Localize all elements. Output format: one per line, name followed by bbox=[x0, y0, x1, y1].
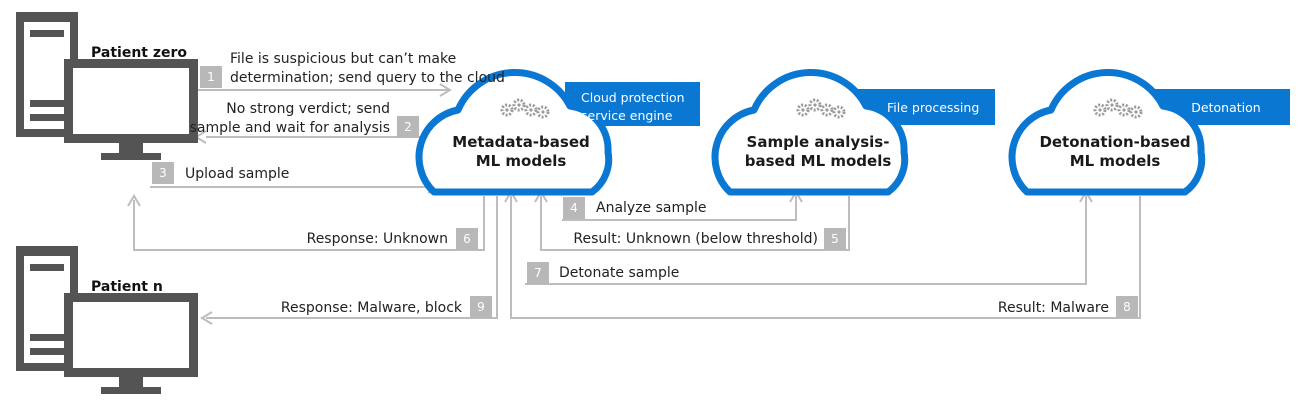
cloud-sample-title-line2: based ML models bbox=[745, 152, 892, 170]
step-7-number: 7 bbox=[534, 266, 542, 280]
step-6-number: 6 bbox=[463, 232, 471, 246]
arrow-step-4 bbox=[562, 196, 797, 221]
patient-n-label: Patient n bbox=[91, 279, 163, 295]
step-5-badge bbox=[824, 228, 846, 250]
step-6: 6 Response: Unknown bbox=[307, 228, 478, 250]
step-3-number: 3 bbox=[159, 166, 167, 180]
cloud-metadata-title-line1: Metadata-based bbox=[452, 133, 589, 151]
step-2-label-line2: sample and wait for analysis bbox=[190, 120, 390, 136]
patient-n: Patient n bbox=[16, 246, 198, 394]
patient-n-computer-icon bbox=[16, 246, 198, 394]
step-4: 4 Analyze sample bbox=[563, 197, 707, 219]
step-3-badge bbox=[152, 162, 174, 184]
step-1-number: 1 bbox=[207, 70, 215, 84]
step-7-label: Detonate sample bbox=[559, 265, 679, 281]
patient-zero-computer-icon bbox=[16, 12, 198, 160]
step-2-label-line1: No strong verdict; send bbox=[226, 101, 390, 117]
arrow-step-8 bbox=[510, 196, 1141, 319]
step-2: 2 No strong verdict; send sample and wai… bbox=[190, 101, 419, 138]
step-8: 8 Result: Malware bbox=[998, 296, 1138, 318]
cloud-detonation-title-line1: Detonation-based bbox=[1039, 133, 1190, 151]
patient-zero-label: Patient zero bbox=[91, 45, 187, 61]
step-6-badge bbox=[456, 228, 478, 250]
arrow-step-7 bbox=[525, 196, 1087, 285]
patient-zero: Patient zero bbox=[16, 12, 198, 160]
cloud-metadata-title-line2: ML models bbox=[476, 152, 567, 170]
step-1-badge bbox=[200, 66, 222, 88]
step-8-badge bbox=[1116, 296, 1138, 318]
step-1-label-line1: File is suspicious but can’t make bbox=[230, 51, 456, 67]
step-8-label: Result: Malware bbox=[998, 300, 1109, 316]
step-7-badge bbox=[527, 262, 549, 284]
arrowhead-step-6 bbox=[127, 194, 141, 207]
step-8-number: 8 bbox=[1123, 300, 1131, 314]
arrowhead-step-1 bbox=[439, 83, 452, 97]
step-9-badge bbox=[470, 296, 492, 318]
arrow-step-5 bbox=[540, 196, 850, 251]
step-3-label: Upload sample bbox=[185, 166, 289, 182]
cloud-sample-tab-label: File processing bbox=[887, 100, 979, 115]
arrow-step-6 bbox=[133, 196, 485, 251]
cloud-metadata-tab-line2: service engine bbox=[581, 108, 673, 123]
step-3: 3 Upload sample bbox=[152, 162, 289, 184]
arrow-step-9 bbox=[206, 196, 498, 319]
step-4-badge bbox=[563, 197, 585, 219]
cloud-sample: File processing Sample analysis- based M… bbox=[715, 73, 995, 192]
cloud-detonation: Detonation Detonation-based ML models bbox=[1012, 73, 1290, 192]
step-1: 1 File is suspicious but can’t make dete… bbox=[200, 51, 505, 88]
step-1-label-line2: determination; send query to the cloud bbox=[230, 70, 505, 86]
step-5: 5 Result: Unknown (below threshold) bbox=[573, 228, 846, 250]
cloud-sample-title-line1: Sample analysis- bbox=[747, 133, 890, 151]
step-2-badge bbox=[397, 116, 419, 138]
step-5-number: 5 bbox=[831, 232, 839, 246]
step-9: 9 Response: Malware, block bbox=[281, 296, 492, 318]
arrowhead-step-9 bbox=[200, 311, 213, 325]
step-4-number: 4 bbox=[570, 201, 578, 215]
cloud-detonation-title-line2: ML models bbox=[1070, 152, 1161, 170]
step-9-number: 9 bbox=[477, 300, 485, 314]
cloud-metadata: Cloud protection service engine Metadata… bbox=[419, 73, 700, 192]
step-9-label: Response: Malware, block bbox=[281, 300, 463, 316]
step-7: 7 Detonate sample bbox=[527, 262, 679, 284]
step-4-label: Analyze sample bbox=[596, 200, 707, 216]
step-6-label: Response: Unknown bbox=[307, 231, 448, 247]
cloud-metadata-tab-line1: Cloud protection bbox=[581, 90, 685, 105]
step-5-label: Result: Unknown (below threshold) bbox=[573, 231, 818, 247]
step-2-number: 2 bbox=[404, 120, 412, 134]
cloud-detonation-tab-label: Detonation bbox=[1191, 100, 1260, 115]
